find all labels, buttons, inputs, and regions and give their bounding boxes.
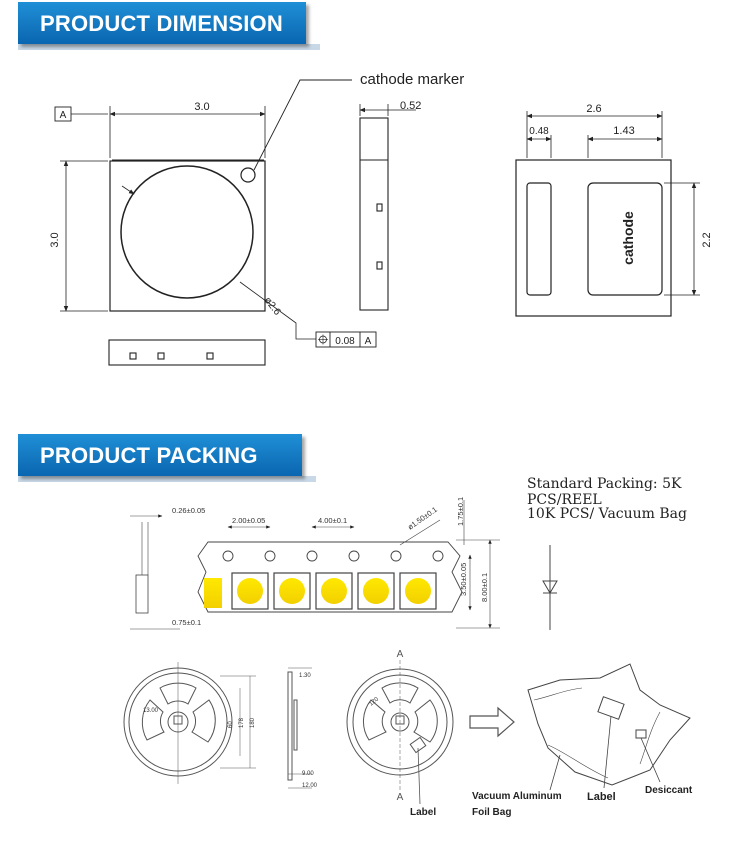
reel-dim-r4: 180 bbox=[250, 717, 256, 728]
bag-label-text: Label bbox=[587, 791, 616, 803]
reel-dim-r7: 12.00 bbox=[302, 783, 318, 789]
tolerance-value: 0.08 bbox=[335, 336, 355, 347]
package-outline bbox=[109, 160, 266, 312]
pad-total-label: 2.6 bbox=[586, 103, 601, 115]
tape-dim-d8: 0.75±0.1 bbox=[172, 618, 201, 627]
tape-dim-d2: 2.00±0.05 bbox=[232, 516, 265, 525]
tape-dim-d6: 3.50±0.05 bbox=[459, 563, 468, 596]
reel-dim-r2: 60 bbox=[228, 721, 234, 728]
pad-large-label: 1.43 bbox=[613, 125, 634, 137]
reel-dim-r3: 178 bbox=[239, 717, 245, 728]
cathode-marker-label: cathode marker bbox=[360, 71, 464, 88]
tape-dim-d5: 1.75±0.1 bbox=[456, 497, 465, 526]
pad-height-label: 2.2 bbox=[701, 232, 713, 247]
cathode-pad-label: cathode bbox=[620, 211, 636, 265]
pad-small-label: 0.48 bbox=[529, 126, 549, 137]
lens-circle bbox=[120, 165, 254, 299]
reel-side-view bbox=[287, 667, 312, 789]
flow-arrow-icon bbox=[469, 706, 515, 738]
banner-background bbox=[18, 2, 306, 44]
diode-symbol bbox=[542, 545, 558, 630]
reel-dim-r5: 1.30 bbox=[299, 673, 311, 679]
datum-label: A bbox=[60, 110, 67, 121]
side-view-drawing bbox=[359, 104, 416, 311]
section-title-dimension: PRODUCT DIMENSION bbox=[40, 11, 283, 36]
reel-label-text: Label bbox=[410, 807, 436, 818]
reel-dim-r1: 13.00 bbox=[143, 708, 159, 714]
front-view-drawing bbox=[108, 339, 266, 366]
bottom-view-drawing bbox=[515, 111, 700, 317]
section-title-packing: PRODUCT PACKING bbox=[40, 443, 258, 468]
height-dim-label: 3.0 bbox=[49, 232, 61, 247]
section-mark-bottom: A bbox=[397, 792, 404, 803]
section-banner-dimension: PRODUCT DIMENSION bbox=[18, 2, 320, 50]
taped-leds bbox=[204, 572, 437, 610]
tape-dim-d1: 0.26±0.05 bbox=[172, 506, 205, 515]
carrier-tape-drawing bbox=[130, 500, 500, 630]
vacuum-packing-note: 10K PCS/ Vacuum Bag bbox=[527, 506, 687, 522]
reel-dim-r8: 120 bbox=[368, 696, 380, 707]
vacuum-foil-bag-drawing bbox=[527, 663, 691, 791]
standard-packing-note: Standard Packing: 5K PCS/REEL bbox=[527, 476, 682, 508]
tolerance-datum: A bbox=[365, 336, 372, 347]
top-view-drawing bbox=[54, 79, 377, 348]
width-dim-label: 3.0 bbox=[194, 101, 209, 113]
banner-shadow-stripe bbox=[18, 44, 320, 50]
banner-shadow-stripe bbox=[18, 476, 316, 482]
bag-name-line1: Vacuum Aluminum bbox=[472, 791, 562, 802]
tape-dim-d4: ø1.50±0.1 bbox=[406, 505, 439, 532]
tape-dim-d7: 8.00±0.1 bbox=[480, 573, 489, 602]
reel-dim-r6: 9.00 bbox=[302, 771, 314, 777]
section-banner-packing: PRODUCT PACKING bbox=[18, 434, 316, 482]
bag-name-line2: Foil Bag bbox=[472, 807, 511, 818]
section-mark-top: A bbox=[397, 649, 404, 660]
side-thickness-label: 0.52 bbox=[400, 100, 421, 112]
reel-label-view bbox=[346, 660, 454, 805]
banner-background bbox=[18, 434, 302, 476]
tape-dim-d3: 4.00±0.1 bbox=[318, 516, 347, 525]
cathode-marker-dot bbox=[240, 167, 256, 183]
desiccant-label: Desiccant bbox=[645, 785, 693, 796]
reel-front-view bbox=[123, 662, 256, 784]
